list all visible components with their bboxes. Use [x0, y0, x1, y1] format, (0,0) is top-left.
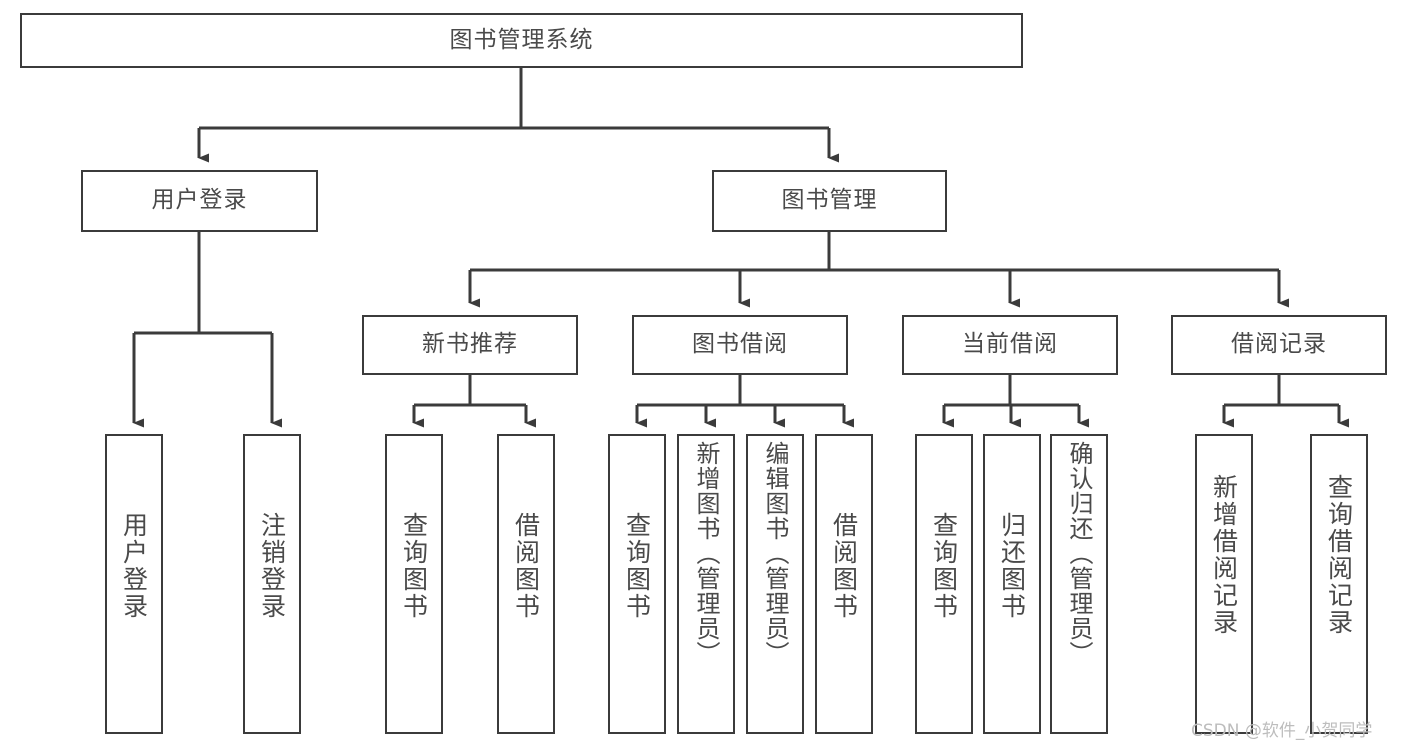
node-label: 新书推荐	[422, 331, 518, 358]
node-label: 编辑图书（管理员）	[761, 441, 789, 666]
node-book-borrow[interactable]: 图书借阅	[632, 315, 848, 375]
node-label: 用户登录	[119, 512, 149, 620]
csdn-watermark: CSDN @软件_小贺同学	[1191, 721, 1373, 741]
node-label: 借阅记录	[1231, 331, 1327, 358]
node-leaf-query-book-current[interactable]: 查询图书	[915, 434, 973, 734]
node-label: 当前借阅	[962, 331, 1058, 358]
node-label: 图书管理	[781, 187, 878, 214]
node-leaf-query-book-borrow[interactable]: 查询图书	[608, 434, 666, 734]
node-leaf-return-book[interactable]: 归还图书	[983, 434, 1041, 734]
node-label: 确认归还（管理员）	[1065, 441, 1093, 666]
node-leaf-edit-book[interactable]: 编辑图书（管理员）	[746, 434, 804, 734]
node-label: 新增图书（管理员）	[692, 441, 720, 666]
node-leaf-query-book-recommend[interactable]: 查询图书	[385, 434, 443, 734]
node-label: 新增借阅记录	[1209, 474, 1239, 636]
node-current-borrow[interactable]: 当前借阅	[902, 315, 1118, 375]
node-borrow-record[interactable]: 借阅记录	[1171, 315, 1387, 375]
node-label: 查询图书	[929, 512, 959, 620]
node-label: 用户登录	[151, 187, 248, 214]
node-leaf-query-borrow-record[interactable]: 查询借阅记录	[1310, 434, 1368, 734]
node-book-manage[interactable]: 图书管理	[712, 170, 947, 232]
node-label: 查询借阅记录	[1324, 474, 1354, 636]
node-label: 图书管理系统	[449, 26, 594, 53]
node-leaf-add-book[interactable]: 新增图书（管理员）	[677, 434, 735, 734]
node-label: 借阅图书	[829, 512, 859, 620]
node-label: 图书借阅	[692, 331, 788, 358]
node-root-book-management-system[interactable]: 图书管理系统	[20, 13, 1023, 68]
node-label: 注销登录	[257, 512, 287, 620]
node-new-book-recommend[interactable]: 新书推荐	[362, 315, 578, 375]
node-label: 查询图书	[622, 512, 652, 620]
node-user-login[interactable]: 用户登录	[81, 170, 318, 232]
node-leaf-borrow-book-borrow[interactable]: 借阅图书	[815, 434, 873, 734]
node-leaf-add-borrow-record[interactable]: 新增借阅记录	[1195, 434, 1253, 734]
node-leaf-borrow-book-recommend[interactable]: 借阅图书	[497, 434, 555, 734]
node-leaf-confirm-return[interactable]: 确认归还（管理员）	[1050, 434, 1108, 734]
node-label: 借阅图书	[511, 512, 541, 620]
node-label: 查询图书	[399, 512, 429, 620]
node-label: 归还图书	[997, 512, 1027, 620]
node-leaf-user-login[interactable]: 用户登录	[105, 434, 163, 734]
node-leaf-user-logout[interactable]: 注销登录	[243, 434, 301, 734]
